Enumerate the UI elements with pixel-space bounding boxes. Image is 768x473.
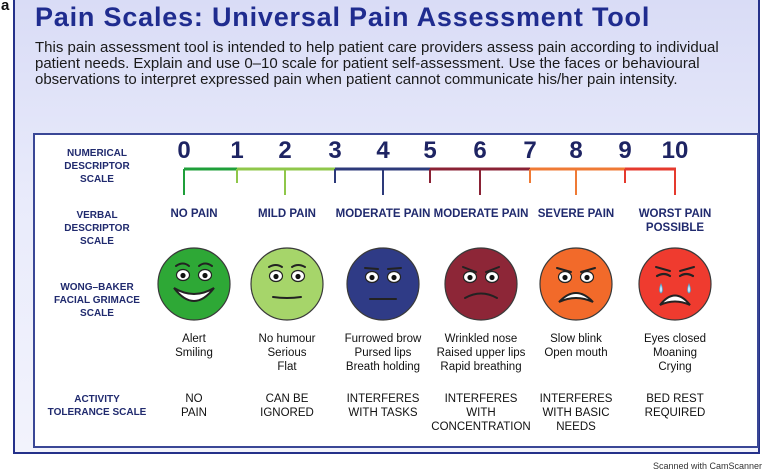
verbal-descriptor: MODERATE PAIN (335, 208, 431, 220)
verbal-scale-label: VERBAL DESCRIPTOR SCALE (64, 210, 130, 247)
scale-number-7: 7 (523, 137, 537, 164)
smiling-face-icon (156, 246, 232, 327)
verbal-descriptor: MODERATE PAIN (433, 208, 529, 220)
scale-number-8: 8 (569, 137, 583, 164)
pain-scale-poster: Pain Scales: Universal Pain Assessment T… (13, 0, 760, 454)
scale-number-2: 2 (278, 137, 292, 164)
activity-scale-label: ACTIVITY TOLERANCE SCALE (47, 394, 147, 418)
numerical-scale-label: NUMERICAL DESCRIPTOR SCALE (64, 148, 130, 185)
verbal-descriptor: WORST PAIN POSSIBLE (638, 208, 712, 234)
scale-number-5: 5 (423, 137, 437, 164)
straight-mouth-face-icon (345, 246, 421, 327)
number-scale-line (183, 167, 676, 195)
verbal-descriptor: SEVERE PAIN (537, 208, 615, 220)
scale-number-0: 0 (177, 137, 191, 164)
verbal-descriptor: NO PAIN (170, 208, 218, 220)
scanner-watermark: Scanned with CamScanner (652, 461, 762, 471)
scale-number-9: 9 (618, 137, 632, 164)
neutral-face-icon (249, 246, 325, 327)
scale-number-4: 4 (376, 137, 390, 164)
scale-number-1: 1 (230, 137, 244, 164)
scale-number-3: 3 (328, 137, 342, 164)
scale-panel: NUMERICAL DESCRIPTOR SCALE VERBAL DESCRI… (33, 133, 759, 448)
crying-face-icon (637, 246, 713, 327)
grimacing-face-icon (538, 246, 614, 327)
page-marker: a (1, 0, 10, 14)
scale-number-10: 10 (661, 137, 689, 164)
verbal-descriptor: MILD PAIN (258, 208, 316, 220)
scale-number-6: 6 (473, 137, 487, 164)
intro-paragraph: This pain assessment tool is intended to… (35, 39, 719, 88)
poster-title: Pain Scales: Universal Pain Assessment T… (35, 2, 651, 32)
frowning-face-icon (443, 246, 519, 327)
faces-scale-label: WONG–BAKER FACIAL GRIMACE SCALE (54, 282, 140, 319)
